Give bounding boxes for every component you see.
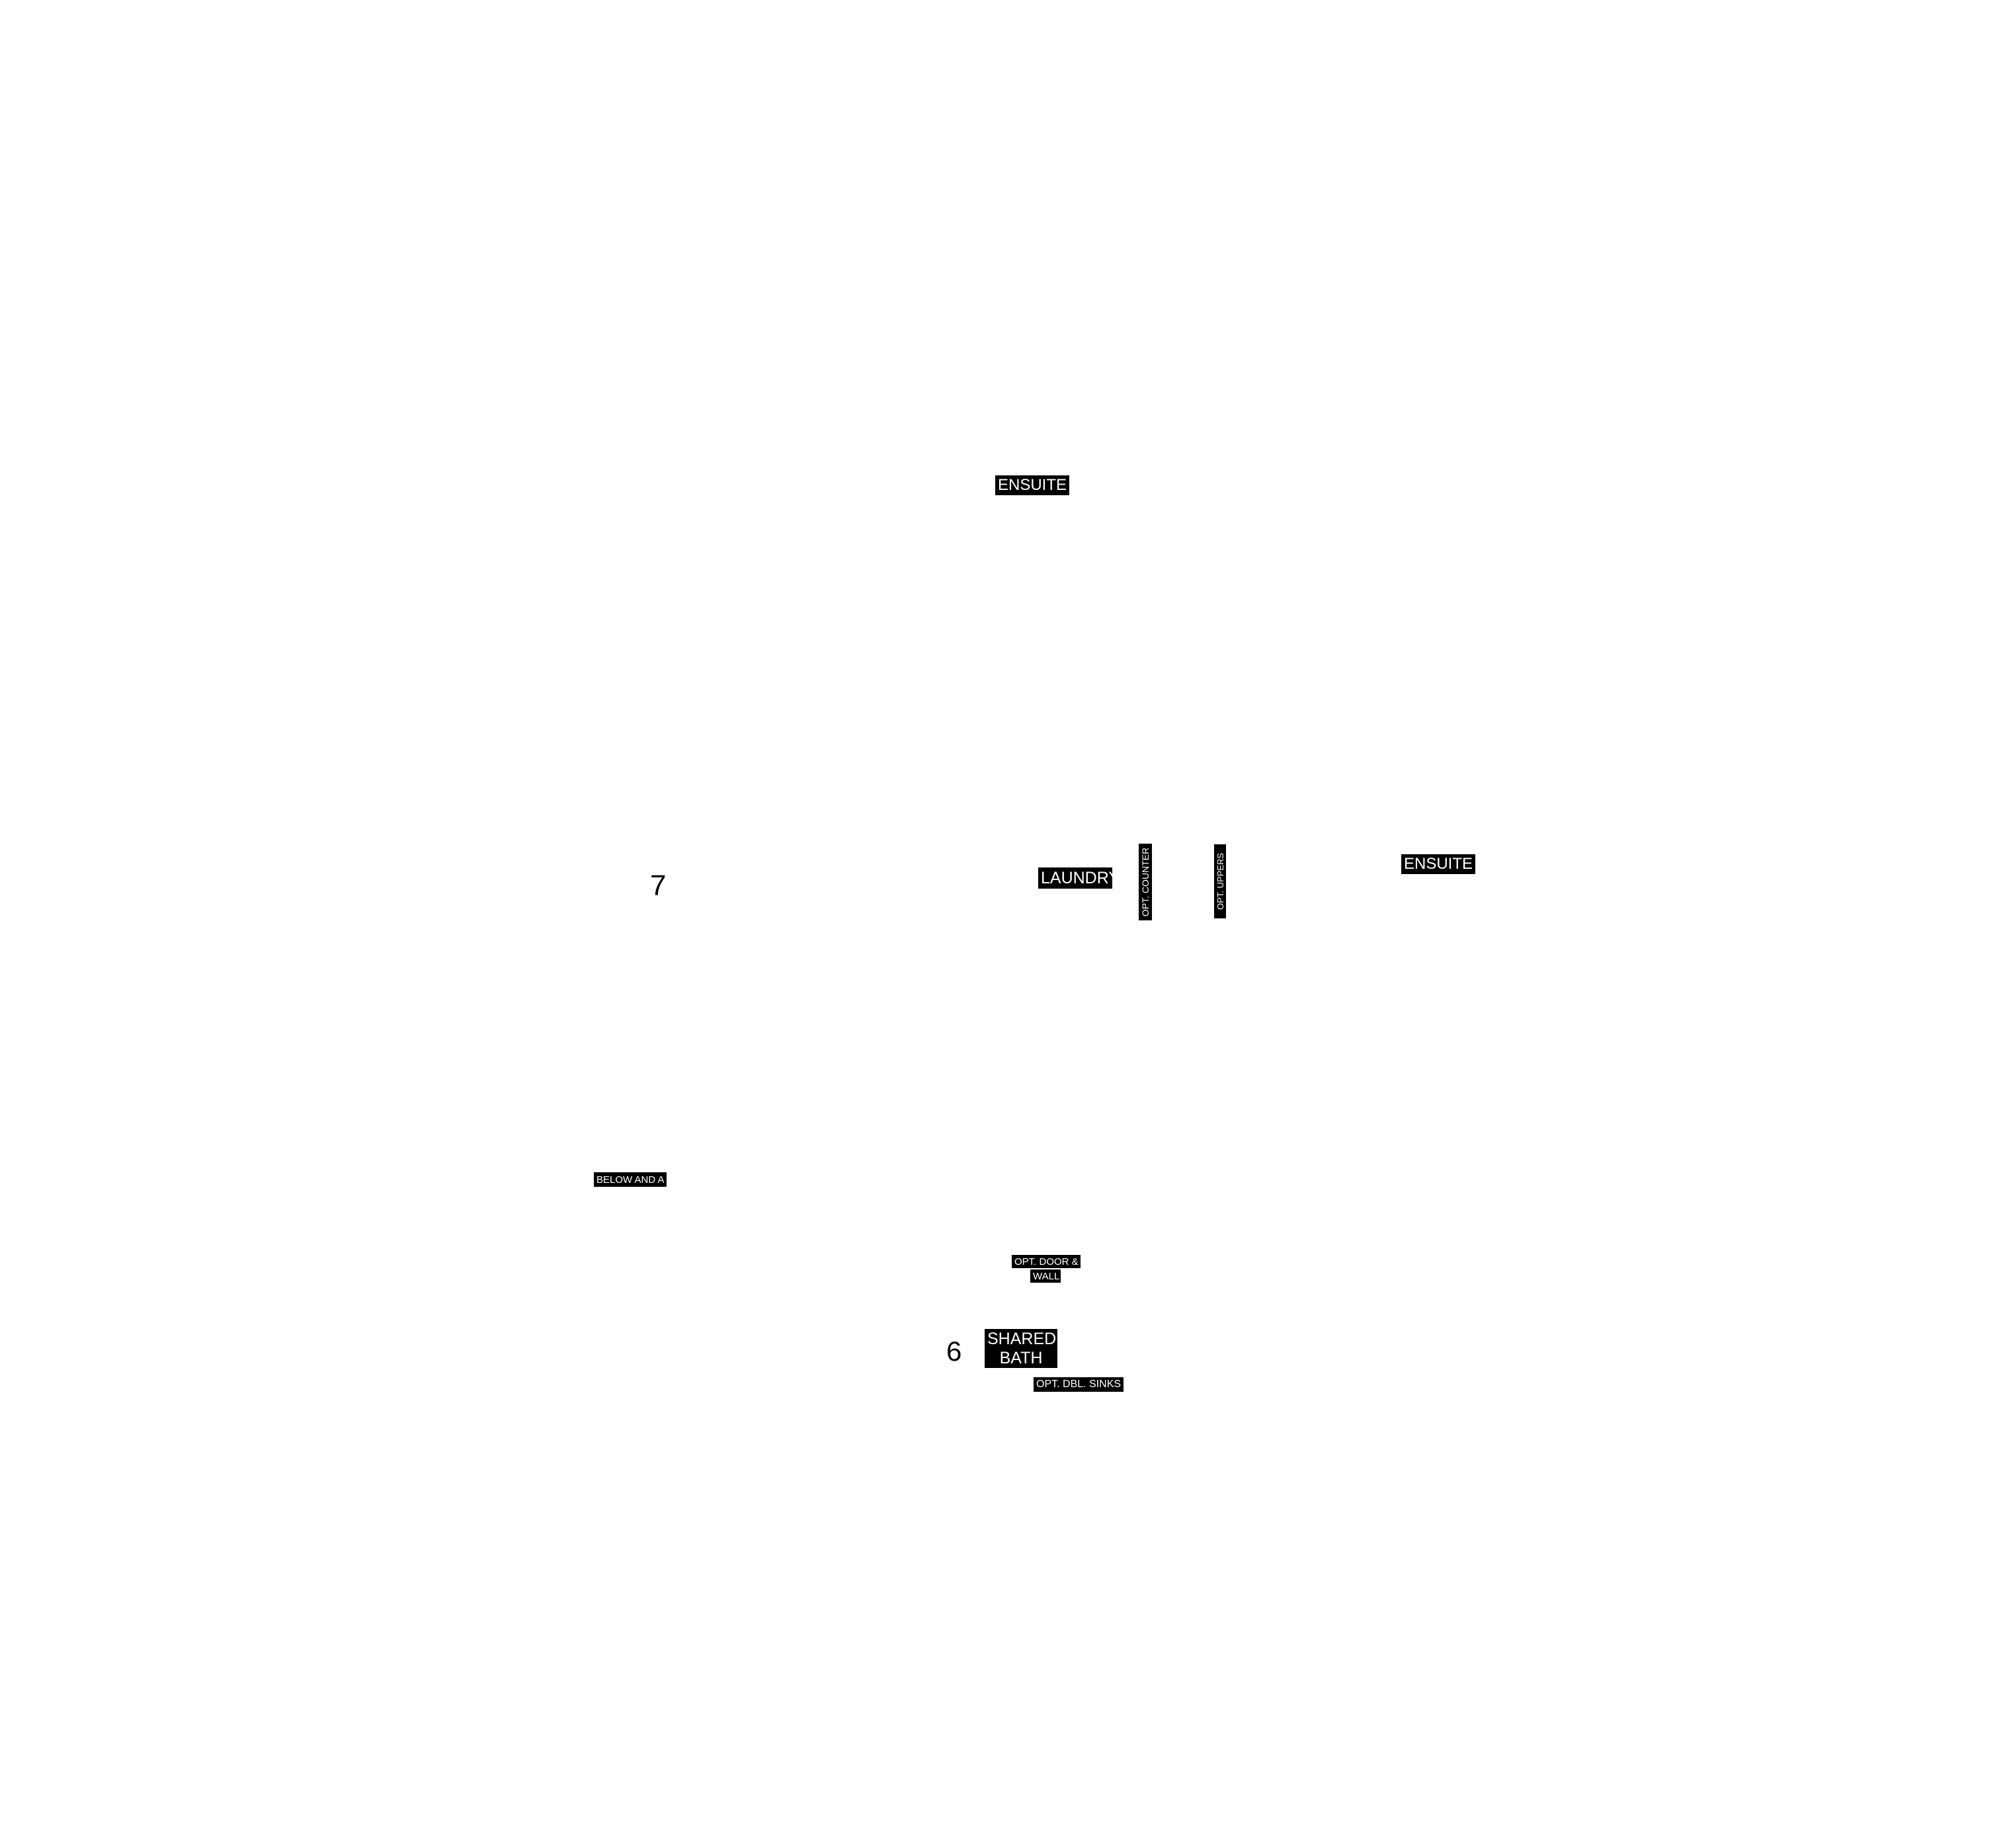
below-and-a-label: BELOW AND A	[594, 1172, 667, 1187]
opt-dbl-sinks-label: OPT. DBL. SINKS	[1034, 1377, 1124, 1392]
room-number-6: 6	[946, 1336, 962, 1367]
opt-counter-label: OPT. COUNTER	[1139, 844, 1152, 920]
opt-door-wall-label-line2: WALL	[1030, 1269, 1061, 1283]
opt-door-wall-label-line1: OPT. DOOR &	[1012, 1255, 1081, 1268]
opt-uppers-label: OPT. UPPERS	[1214, 844, 1226, 918]
shared-bath-label-line1: SHARED	[985, 1329, 1057, 1349]
ensuite-label-top: ENSUITE	[995, 475, 1069, 495]
laundry-label: LAUNDRY	[1038, 867, 1120, 889]
ensuite-label-right: ENSUITE	[1401, 854, 1475, 874]
shared-bath-label-line2: BATH	[985, 1348, 1057, 1368]
room-number-7: 7	[650, 869, 667, 902]
